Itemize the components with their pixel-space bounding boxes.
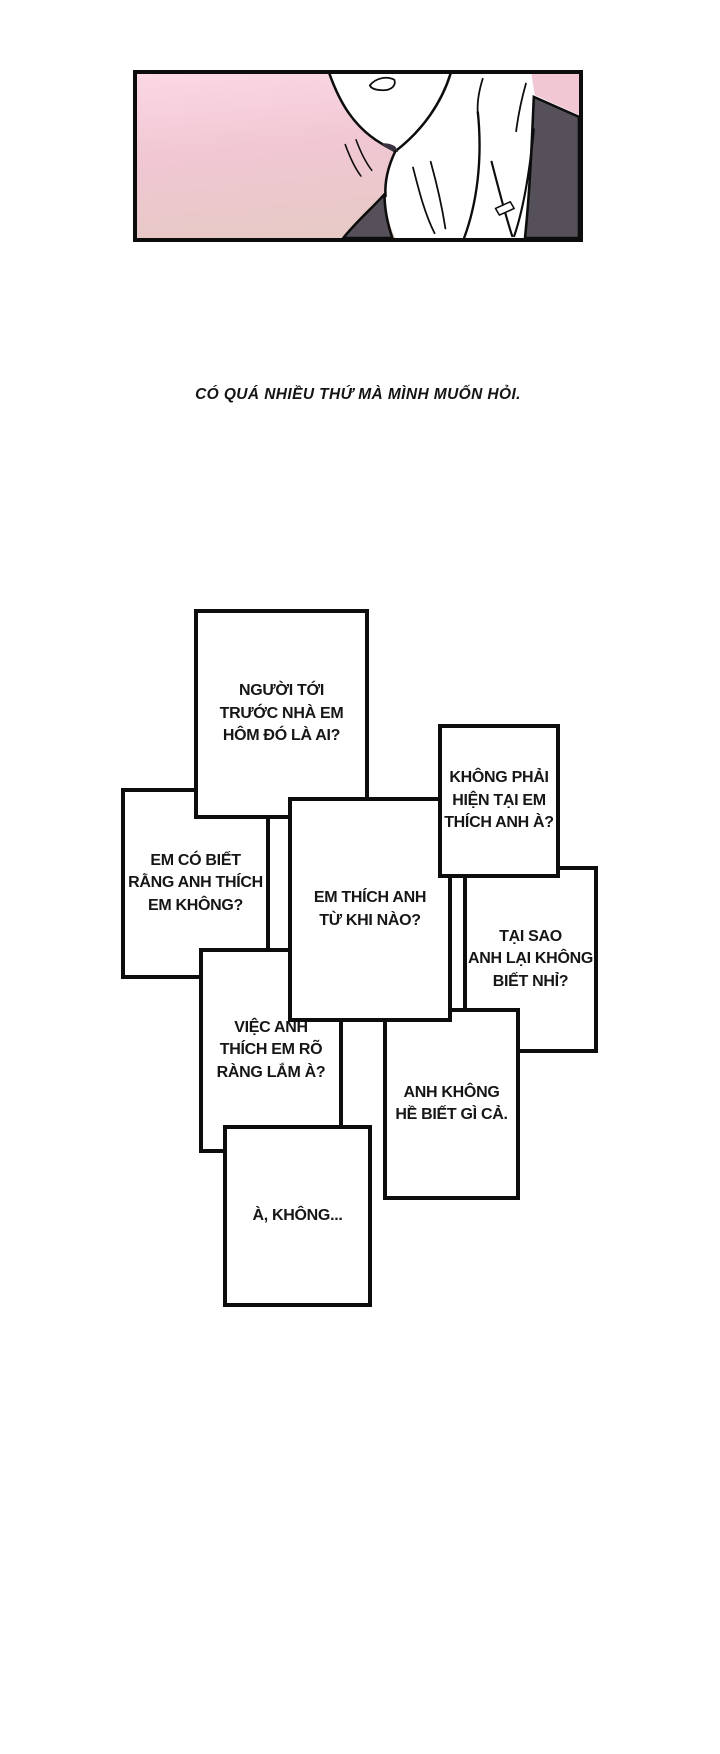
question-line: ANH KHÔNG [403,1083,500,1101]
question-line: TẠI SAO [499,927,562,945]
question-line: TỪ KHI NÀO? [319,911,421,929]
suit-lapel [341,192,394,238]
question-text: EM CÓ BIẾT RẰNG ANH THÍCH EM KHÔNG? [125,850,266,918]
question-line: NGƯỜI TỚI [239,682,324,700]
question-text: TẠI SAO ANH LẠI KHÔNG BIẾT NHỈ? [467,926,594,994]
question-box-a-khong: À, KHÔNG... [223,1125,372,1307]
question-box-khong-phai: KHÔNG PHẢI HIỆN TẠI EM THÍCH ANH À? [438,724,560,878]
question-text: VIỆC ANH THÍCH EM RÕ RÀNG LẮM À? [203,1017,339,1085]
question-line: KHÔNG PHẢI [449,769,549,787]
question-box-anh-khong: ANH KHÔNG HỀ BIẾT GÌ CẢ. [383,1008,520,1200]
chin-shadow [381,143,399,153]
comic-panel [133,70,583,242]
question-box-nguoi-toi: NGƯỜI TỚI TRƯỚC NHÀ EM HÔM ĐÓ LÀ AI? [194,609,369,819]
question-line: HỀ BIẾT GÌ CẢ. [395,1106,508,1123]
blush-line [344,143,362,177]
neck-contour [384,149,397,198]
narration-text: CÓ QUÁ NHIỀU THỨ MÀ MÌNH MUỐN HỎI. [195,386,521,403]
question-line: ANH LẠI KHÔNG [468,950,593,968]
ear-line [515,82,527,133]
collar-fold [513,128,535,238]
question-line: EM THÍCH ANH [313,889,427,906]
mouth [368,76,396,92]
collar-detail [494,201,515,216]
question-text: EM THÍCH ANH TỪ KHI NÀO? [292,887,448,932]
question-text: ANH KHÔNG HỀ BIẾT GÌ CẢ. [387,1082,516,1127]
question-text: KHÔNG PHẢI HIỆN TẠI EM THÍCH ANH À? [442,767,556,835]
collar-edge [462,110,481,238]
question-line: À, KHÔNG... [252,1206,343,1224]
question-line: TRƯỚC NHÀ EM [219,704,344,722]
collar-fold [490,160,514,238]
question-line: THÍCH EM RÕ [219,1041,323,1059]
question-line: EM CÓ BIẾT [150,851,241,869]
question-box-tai-sao: TẠI SAO ANH LẠI KHÔNG BIẾT NHỈ? [463,866,598,1053]
pink-corner [531,74,579,115]
question-line: EM KHÔNG? [147,896,244,914]
neck-line [429,160,447,230]
question-line: RẰNG ANH THÍCH [128,874,263,892]
blush-line [355,139,373,172]
question-line: HIỆN TẠI EM [452,791,546,809]
question-text: NGƯỜI TỚI TRƯỚC NHÀ EM HÔM ĐÓ LÀ AI? [198,680,365,748]
question-line: VIỆC ANH [234,1018,308,1036]
question-text: À, KHÔNG... [227,1205,368,1228]
question-box-em-thich-anh: EM THÍCH ANH TỪ KHI NÀO? [288,797,452,1022]
panel-artwork [137,74,579,238]
question-line: HÔM ĐÓ LÀ AI? [222,727,341,745]
question-line: THÍCH ANH À? [444,814,554,832]
neck-line [412,166,436,235]
question-line: RÀNG LẮM À? [216,1063,326,1081]
suit-shoulder [523,94,579,238]
question-line: BIẾT NHỈ? [492,972,569,990]
